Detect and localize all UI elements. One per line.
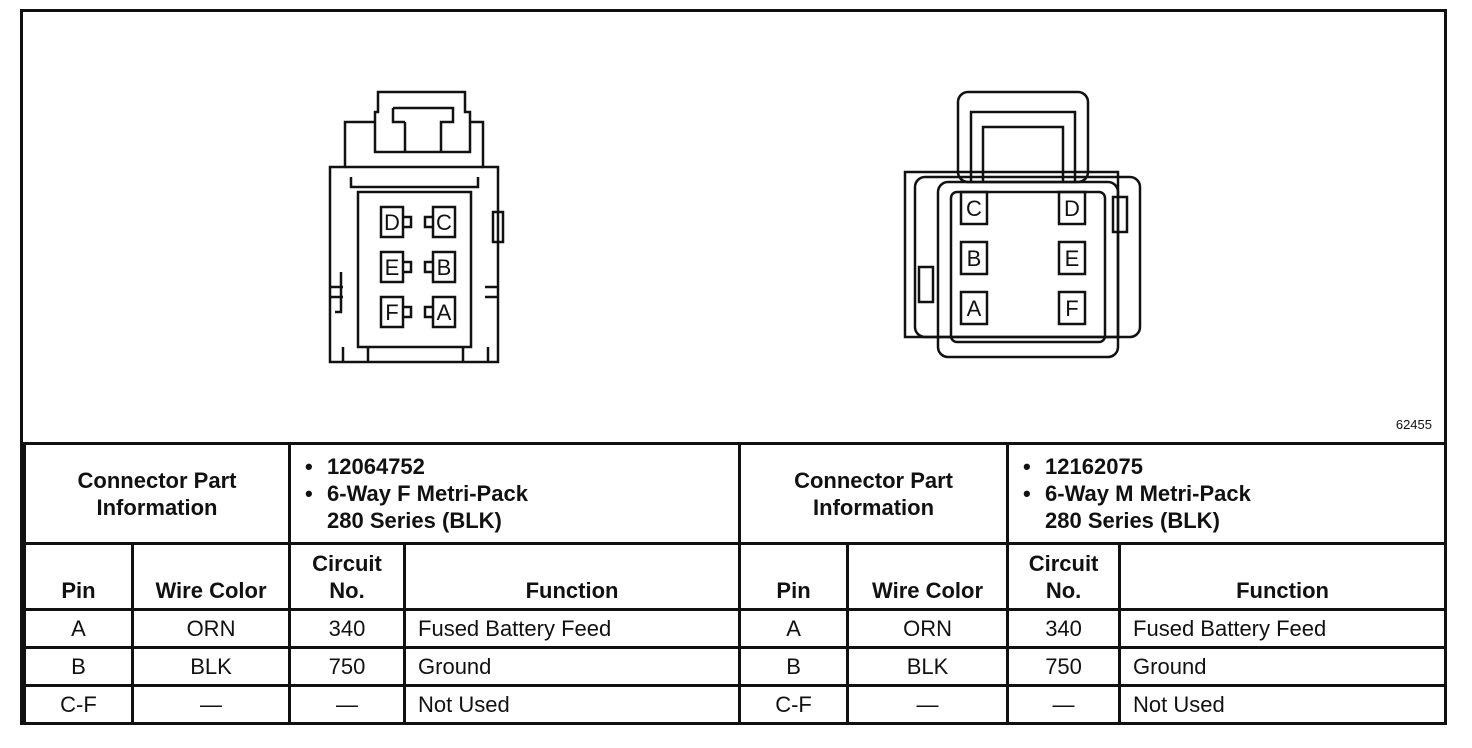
col-header-text: No. bbox=[1045, 578, 1082, 603]
part-info-label: Information bbox=[96, 494, 218, 520]
part-info-header: Connector Part Information bbox=[22, 442, 292, 545]
cavity-label: B bbox=[437, 255, 452, 280]
cavity-label: F bbox=[385, 300, 398, 325]
part-description: 280 Series (BLK) bbox=[1045, 508, 1220, 533]
table-row: B BLK 750 Ground B BLK 750 Ground bbox=[23, 646, 1448, 687]
function-cell: Ground bbox=[403, 646, 742, 687]
cavity-label: E bbox=[385, 255, 400, 280]
part-info-row: Connector Part Information • 12064752 • 6-… bbox=[22, 442, 1448, 545]
col-header-function: Function bbox=[1118, 542, 1448, 611]
circuit-cell: — bbox=[1006, 684, 1122, 725]
part-info-label: Connector Part bbox=[77, 467, 237, 493]
table-row: C-F — — Not Used C-F — — Not Used bbox=[23, 684, 1448, 725]
cavity-label: A bbox=[967, 296, 982, 321]
col-header-function: Function bbox=[403, 542, 742, 611]
pin-cell: A bbox=[23, 608, 134, 649]
circuit-cell: 750 bbox=[288, 646, 407, 687]
cavity-label: C bbox=[436, 210, 452, 235]
col-header-text: Circuit bbox=[312, 551, 382, 576]
col-header-pin: Pin bbox=[738, 542, 850, 611]
cavity-label: F bbox=[1065, 296, 1078, 321]
bullet: • bbox=[1023, 481, 1031, 506]
part-info-label: Information bbox=[813, 494, 935, 520]
pin-cell: C-F bbox=[738, 684, 850, 725]
connector-figure: D C E B F A C D B E A F 62455 Connector … bbox=[20, 9, 1448, 725]
bullet: • bbox=[305, 481, 313, 506]
table-row: A ORN 340 Fused Battery Feed A ORN 340 F… bbox=[23, 608, 1448, 649]
part-number: 12162075 bbox=[1045, 454, 1143, 479]
part-number: 12064752 bbox=[327, 454, 425, 479]
pin-cell: A bbox=[738, 608, 850, 649]
function-cell: Fused Battery Feed bbox=[1118, 608, 1448, 649]
col-header-circuit: Circuit No. bbox=[288, 542, 407, 611]
pin-cell: B bbox=[23, 646, 134, 687]
col-header-text: No. bbox=[329, 578, 365, 603]
wire-color-cell: — bbox=[130, 684, 292, 725]
circuit-cell: 340 bbox=[1006, 608, 1122, 649]
cavity-label: D bbox=[1064, 196, 1080, 221]
col-header-pin: Pin bbox=[23, 542, 134, 611]
function-cell: Fused Battery Feed bbox=[403, 608, 742, 649]
wire-color-cell: ORN bbox=[846, 608, 1010, 649]
connector-drawings: D C E B F A C D B E A F bbox=[328, 90, 1142, 364]
wire-color-cell: — bbox=[846, 684, 1010, 725]
circuit-cell: 340 bbox=[288, 608, 407, 649]
bullet: • bbox=[1023, 454, 1031, 479]
col-header-wire-color: Wire Color bbox=[846, 542, 1010, 611]
cavity-label: A bbox=[437, 300, 452, 325]
figure-number: 62455 bbox=[1395, 417, 1432, 432]
connector-spec-table: Connector Part Information • 12064752 • 6-… bbox=[22, 442, 1448, 725]
function-cell: Not Used bbox=[1118, 684, 1448, 725]
function-cell: Not Used bbox=[403, 684, 742, 725]
cavity-label: B bbox=[967, 246, 982, 271]
wire-color-cell: BLK bbox=[130, 646, 292, 687]
circuit-cell: 750 bbox=[1006, 646, 1122, 687]
col-header-text: Circuit bbox=[1028, 551, 1099, 576]
col-header-wire-color: Wire Color bbox=[130, 542, 292, 611]
cavity-label: C bbox=[966, 196, 982, 221]
pin-cell: B bbox=[738, 646, 850, 687]
part-info-details: • 12162075 • 6-Way M Metri-Pack 280 Series… bbox=[1006, 442, 1448, 545]
pin-cell: C-F bbox=[23, 684, 134, 725]
col-header-circuit: Circuit No. bbox=[1006, 542, 1122, 611]
female-connector-drawing bbox=[328, 90, 505, 364]
wire-color-cell: ORN bbox=[130, 608, 292, 649]
part-description: 6-Way M Metri-Pack bbox=[1045, 481, 1251, 506]
circuit-cell: — bbox=[288, 684, 407, 725]
part-info-details: • 12064752 • 6-Way F Metri-Pack 280 Series… bbox=[288, 442, 742, 545]
cavity-label: E bbox=[1065, 246, 1080, 271]
part-info-label: Connector Part bbox=[794, 467, 953, 493]
male-connector-drawing bbox=[903, 90, 1142, 359]
cavity-label: D bbox=[384, 210, 400, 235]
part-description: 6-Way F Metri-Pack bbox=[327, 481, 528, 506]
bullet: • bbox=[305, 454, 313, 479]
column-header-row: Pin Wire Color Circuit No. Function Pin … bbox=[23, 542, 1448, 611]
part-info-header: Connector Part Information bbox=[738, 442, 1010, 545]
function-cell: Ground bbox=[1118, 646, 1448, 687]
part-description: 280 Series (BLK) bbox=[327, 508, 502, 533]
wire-color-cell: BLK bbox=[846, 646, 1010, 687]
